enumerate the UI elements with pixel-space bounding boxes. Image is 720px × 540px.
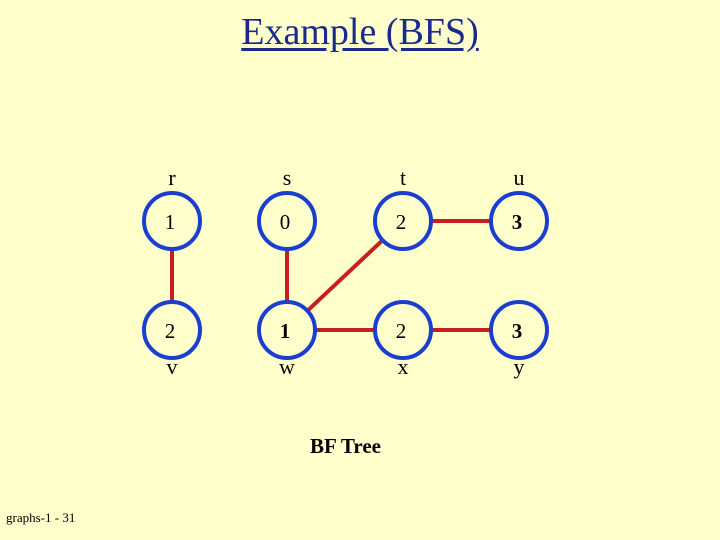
node-circle-u (489, 191, 549, 251)
node-x: 2x (373, 300, 433, 379)
node-r: 1r (142, 165, 202, 251)
node-distance-u: 3 (512, 210, 523, 234)
node-label-t: t (400, 165, 406, 190)
node-label-s: s (283, 165, 292, 190)
node-distance-t: 2 (396, 210, 407, 234)
node-t: 2t (373, 165, 433, 251)
node-circle-x (373, 300, 433, 360)
node-distance-x: 2 (396, 319, 407, 343)
node-distance-s: 0 (280, 210, 291, 234)
node-circle-v (142, 300, 202, 360)
node-y: 3y (489, 300, 549, 379)
node-circle-r (142, 191, 202, 251)
node-s: 0s (257, 165, 317, 251)
graph-edges (170, 219, 491, 332)
node-w: 1w (257, 300, 317, 379)
node-label-x: x (398, 354, 409, 379)
node-distance-r: 1 (165, 210, 176, 234)
node-distance-w: 1 (280, 319, 291, 343)
slide-title: Example (BFS) (241, 11, 479, 53)
node-label-v: v (167, 354, 178, 379)
node-distance-y: 3 (512, 319, 523, 343)
node-circle-s (257, 191, 317, 251)
slide-footer: graphs-1 - 31 (6, 510, 76, 525)
node-distance-v: 2 (165, 319, 176, 343)
bf-tree-caption: BF Tree (310, 434, 381, 458)
node-circle-y (489, 300, 549, 360)
node-label-y: y (514, 354, 525, 379)
node-u: 3u (489, 165, 549, 251)
node-label-w: w (279, 354, 295, 379)
node-label-r: r (168, 165, 176, 190)
edge-w-t (306, 238, 384, 313)
node-v: 2v (142, 300, 202, 379)
node-circle-t (373, 191, 433, 251)
node-circle-w (257, 300, 317, 360)
node-label-u: u (514, 165, 525, 190)
